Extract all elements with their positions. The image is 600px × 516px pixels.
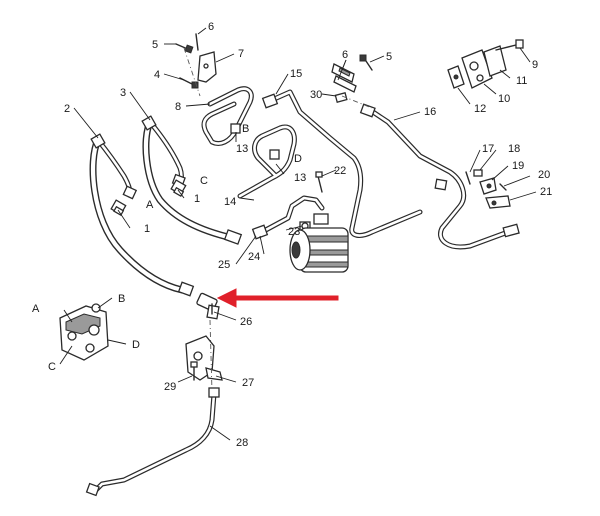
callout-30: 30	[310, 89, 322, 101]
callout-labels: 1 1 2 3 4 5 5 6 6 7 8 9 10 11 12 13 13 1…	[64, 21, 552, 449]
callout-28: 28	[236, 437, 248, 449]
assembly-axis-30	[341, 95, 373, 109]
callout-2: 2	[64, 103, 70, 115]
pin-17	[465, 171, 471, 185]
bracket-7	[197, 51, 217, 83]
callout-8: 8	[175, 101, 181, 113]
assembly-axis-27	[209, 319, 213, 393]
hose-2	[89, 133, 195, 297]
callout-19: 19	[512, 160, 524, 172]
clamp-6-right	[331, 63, 357, 93]
pointer-arrow	[216, 288, 339, 308]
callout-6a: 6	[208, 21, 214, 33]
port-b-inset: B	[118, 293, 125, 305]
port-c-inset: C	[48, 361, 56, 373]
washer-12	[447, 65, 465, 89]
port-labels: A B C D A B C D	[32, 123, 302, 373]
bolt-5-left	[175, 43, 194, 54]
port-d-inset: D	[132, 339, 140, 351]
callout-23: 23	[288, 226, 300, 238]
adapter-26	[196, 292, 220, 320]
valve-block-inset	[59, 303, 109, 361]
pipe-28	[85, 387, 220, 497]
callout-5a: 5	[152, 39, 158, 51]
hose-16	[359, 103, 520, 250]
callout-25: 25	[218, 259, 230, 271]
fitting-1-right	[170, 179, 187, 197]
screw-20	[499, 183, 507, 191]
bolt-9	[495, 39, 524, 51]
callout-15: 15	[290, 68, 302, 80]
pipe-14	[237, 124, 297, 199]
callout-26: 26	[240, 316, 252, 328]
callout-18: 18	[508, 143, 520, 155]
callout-4: 4	[154, 69, 160, 81]
callout-16: 16	[424, 106, 436, 118]
callout-11: 11	[516, 75, 527, 87]
callout-24: 24	[248, 251, 260, 263]
pipe-13-upper	[201, 86, 254, 146]
callout-12: 12	[474, 103, 486, 115]
port-b-main: B	[242, 123, 249, 135]
callout-14: 14	[224, 196, 236, 208]
plate-11	[483, 45, 507, 77]
callout-7: 7	[238, 48, 244, 60]
callout-9: 9	[532, 59, 538, 71]
clamp-19	[479, 177, 497, 195]
callout-10: 10	[498, 93, 510, 105]
assembly-axis-7	[183, 47, 201, 97]
screw-5-right	[359, 54, 373, 71]
callout-17: 17	[482, 143, 494, 155]
port-a-inset: A	[32, 303, 40, 315]
callout-27: 27	[242, 377, 254, 389]
callout-1b: 1	[194, 193, 200, 205]
callout-5b: 5	[386, 51, 392, 63]
callout-13b: 13	[294, 172, 306, 184]
fitting-1-left	[110, 199, 127, 216]
pipe-15	[261, 89, 423, 238]
callout-6b: 6	[342, 49, 348, 61]
callout-3: 3	[120, 87, 126, 99]
bolt-29	[190, 361, 198, 381]
callout-20: 20	[538, 169, 550, 181]
callout-29: 29	[164, 381, 176, 393]
pipe-24	[251, 195, 325, 240]
leader-lines	[59, 27, 537, 441]
bracket-21	[485, 195, 511, 209]
port-a-main: A	[146, 199, 154, 211]
callout-21: 21	[540, 186, 552, 198]
block-10	[461, 49, 493, 89]
callout-1a: 1	[144, 223, 150, 235]
fitting-30	[334, 92, 348, 103]
hose-3	[141, 115, 243, 245]
clip-22	[315, 171, 323, 193]
port-c-main: C	[200, 175, 208, 187]
port-d-main: D	[294, 153, 302, 165]
nut-18	[473, 169, 483, 177]
screw-6-left	[195, 33, 199, 51]
callout-13a: 13	[236, 143, 248, 155]
hydraulic-motor	[289, 213, 349, 273]
callout-22: 22	[334, 165, 346, 177]
bracket-27	[185, 335, 223, 381]
